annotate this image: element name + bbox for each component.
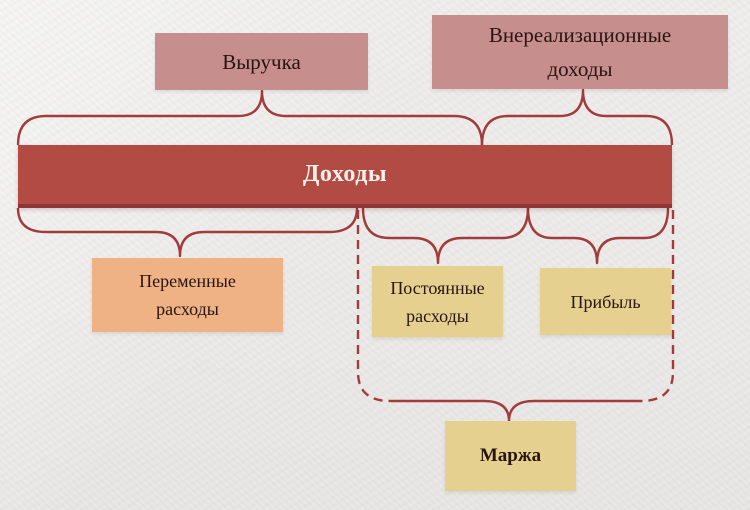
node-label: Внереализационные: [488, 23, 672, 47]
node-label: доходы: [547, 57, 613, 81]
node-revenue: Выручка: [155, 33, 368, 90]
node-label: Прибыль: [570, 291, 641, 312]
dashed-line-left: [356, 210, 391, 403]
dashed-line-right: [640, 210, 675, 403]
node-label: расходы: [406, 305, 469, 326]
brace-income-to-variable-costs: [16, 207, 359, 258]
node-income-bar: Доходы: [18, 145, 672, 208]
node-label: Постоянные: [390, 277, 485, 298]
node-label: Переменные: [139, 271, 236, 291]
brace-income-to-fixed-costs: [361, 207, 530, 265]
node-profit: Прибыль: [540, 268, 671, 335]
brace-revenue-to-income: [16, 89, 484, 146]
node-margin: Маржа: [445, 421, 576, 491]
node-fixed-costs: Постоянные расходы: [372, 266, 503, 337]
node-variable-costs: Переменные расходы: [92, 258, 283, 332]
brace-nonoperating-to-income: [480, 88, 674, 146]
brace-to-margin: [390, 399, 641, 423]
node-label: Доходы: [302, 161, 388, 187]
node-label: Выручка: [222, 49, 301, 74]
node-label: расходы: [156, 299, 219, 319]
node-label: Маржа: [479, 445, 542, 466]
node-non-operating-income: Внереализационные доходы: [432, 15, 728, 89]
brace-income-to-profit: [526, 207, 670, 265]
